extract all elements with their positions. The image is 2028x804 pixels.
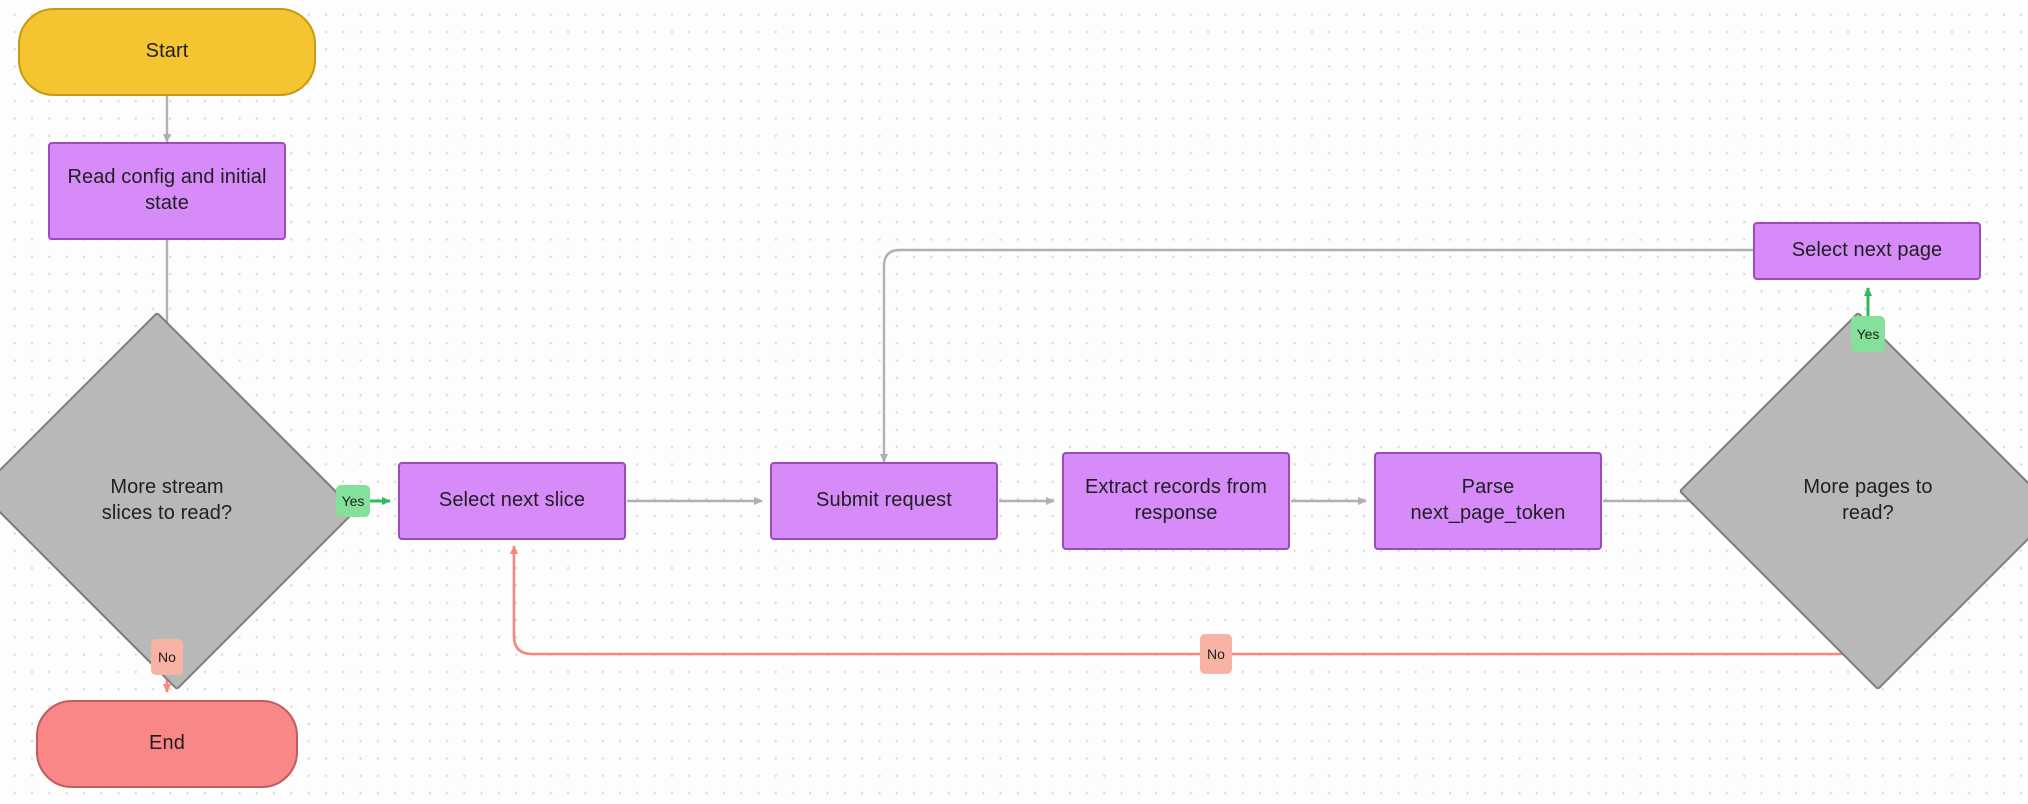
node-submit-request-label: Submit request <box>816 489 952 512</box>
node-extract-records[interactable]: Extract records from response <box>1062 452 1290 550</box>
node-parse-next-page-token[interactable]: Parse next_page_token <box>1374 452 1602 550</box>
node-start[interactable]: Start <box>18 8 316 96</box>
edge-more-pages-no-to-select-slice <box>510 545 1870 656</box>
node-submit-request[interactable]: Submit request <box>770 462 998 540</box>
edge-label-slices-yes: Yes <box>336 485 370 517</box>
node-select-next-page[interactable]: Select next page <box>1753 222 1981 280</box>
edge-label-slices-no-text: No <box>158 649 176 665</box>
node-parse-next-page-token-label: Parse next_page_token <box>1410 476 1566 524</box>
node-more-pages-to-read[interactable]: More pages to read? <box>1678 311 2028 691</box>
node-more-stream-slices[interactable]: More stream slices to read? <box>0 311 357 691</box>
node-read-config[interactable]: Read config and initial state <box>48 142 286 240</box>
edge-label-pages-yes-text: Yes <box>1856 326 1880 342</box>
edge-select-page-to-submit-request <box>880 248 1753 463</box>
edge-label-slices-yes-text: Yes <box>341 493 365 509</box>
node-extract-records-label: Extract records from response <box>1084 476 1268 524</box>
node-select-next-page-label: Select next page <box>1791 239 1943 262</box>
node-end[interactable]: End <box>36 700 298 788</box>
decision-diamond-shape <box>1678 311 2028 691</box>
node-read-config-label: Read config and initial state <box>67 166 267 214</box>
edge-label-pages-no: No <box>1200 634 1232 674</box>
edge-label-pages-no-text: No <box>1207 646 1225 662</box>
node-end-label: End <box>149 732 185 755</box>
edge-label-pages-yes: Yes <box>1851 316 1885 352</box>
node-start-label: Start <box>145 40 189 63</box>
decision-diamond-shape <box>0 311 357 691</box>
node-select-next-slice[interactable]: Select next slice <box>398 462 626 540</box>
node-select-next-slice-label: Select next slice <box>438 489 586 512</box>
edge-label-slices-no: No <box>151 639 183 675</box>
